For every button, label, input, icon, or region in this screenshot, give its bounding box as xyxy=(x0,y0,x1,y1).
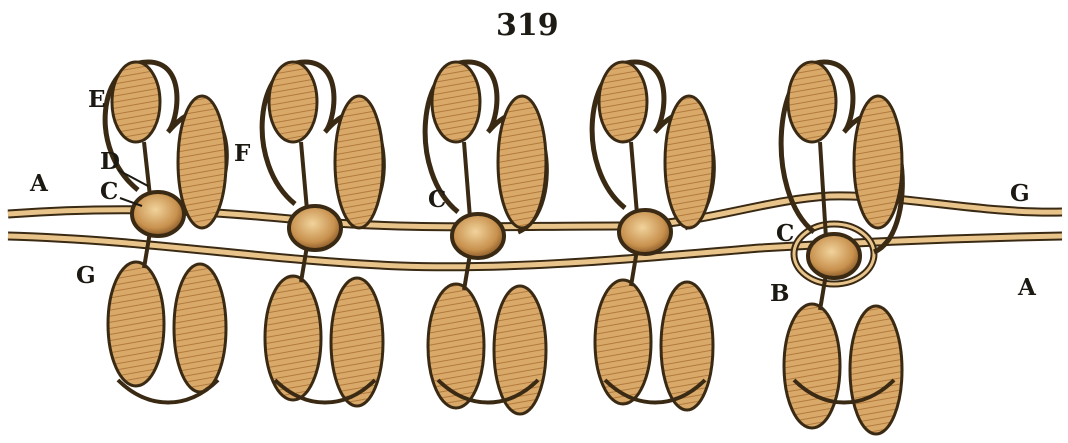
upper-connector xyxy=(631,142,637,214)
upper-left-lobe xyxy=(269,62,317,142)
label-g-left: G xyxy=(76,264,96,287)
label-a-right: A xyxy=(1018,276,1036,299)
upper-right-lobe xyxy=(854,96,902,228)
lower-right-lobe xyxy=(174,264,226,392)
upper-right-lobe xyxy=(335,96,383,228)
lower-left-lobe xyxy=(108,262,164,386)
lower-right-lobe xyxy=(331,278,383,406)
lower-connector xyxy=(464,254,470,290)
ganglion xyxy=(808,234,860,278)
lower-left-lobe xyxy=(784,304,840,428)
label-e: E xyxy=(88,88,106,111)
label-g-right: G xyxy=(1010,182,1030,205)
upper-left-lobe xyxy=(432,62,480,142)
lower-left-lobe xyxy=(595,280,651,404)
label-c-right: C xyxy=(776,222,794,245)
upper-right-lobe xyxy=(665,96,713,228)
ganglion xyxy=(452,214,504,258)
lower-left-lobe xyxy=(428,284,484,408)
upper-connector xyxy=(464,142,470,218)
upper-connector xyxy=(301,142,307,210)
upper-left-lobe xyxy=(112,62,160,142)
segment-4 xyxy=(592,62,713,410)
segment-3 xyxy=(425,62,546,414)
upper-left-lobe xyxy=(788,62,836,142)
lower-right-lobe xyxy=(661,282,713,410)
label-a-left: A xyxy=(30,172,48,195)
lower-left-lobe xyxy=(265,276,321,400)
label-d: D xyxy=(100,150,120,173)
upper-right-lobe xyxy=(498,96,546,228)
lower-nerve-cord xyxy=(8,236,1062,267)
ganglion xyxy=(289,206,341,250)
ganglion xyxy=(132,192,184,236)
label-f: F xyxy=(234,142,250,165)
lower-connector xyxy=(144,232,150,268)
label-c-mid: C xyxy=(428,188,446,211)
segment-2 xyxy=(262,62,383,406)
label-b: B xyxy=(770,282,789,305)
lower-right-lobe xyxy=(850,306,902,434)
label-c-left: C xyxy=(100,180,118,203)
ganglion xyxy=(619,210,671,254)
segment-1 xyxy=(105,62,226,403)
upper-connector xyxy=(144,142,150,196)
upper-left-lobe xyxy=(599,62,647,142)
